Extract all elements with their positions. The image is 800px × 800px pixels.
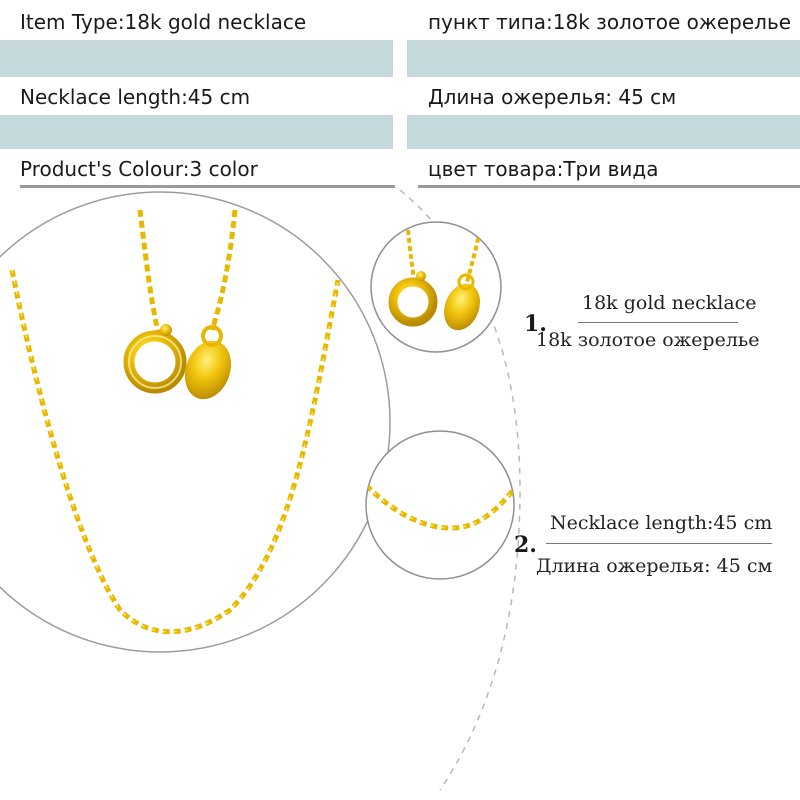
spec-row-colour: Product's Colour:3 color цвет товара:Три… [0, 149, 800, 187]
detail-divider-1 [578, 322, 738, 323]
spec-length-ru: Длина ожерелья: 45 см [428, 85, 677, 109]
spec-row-item-type: Item Type:18k gold necklace пункт типа:1… [0, 0, 800, 40]
detail-title-ru-2: Длина ожерелья: 45 см [536, 555, 773, 577]
chain-to-clasp [209, 209, 238, 331]
spec-length-en: Necklace length:45 cm [20, 85, 251, 109]
spec-bottom-rule [20, 185, 395, 188]
spec-colour-ru: цвет товара:Три вида [428, 157, 659, 181]
detail-divider-2 [546, 543, 772, 544]
detail-view-clasp [370, 221, 502, 353]
spec-band [0, 115, 393, 149]
detail-number-1: 1. [524, 311, 547, 337]
necklace-chain [11, 269, 339, 633]
guide-arc [399, 190, 521, 791]
detail-title-en-2: Necklace length:45 cm [550, 512, 773, 534]
spec-table: Item Type:18k gold necklace пункт типа:1… [0, 0, 800, 190]
spec-band [0, 40, 393, 77]
spec-band [407, 40, 800, 77]
spec-item-type-en: Item Type:18k gold necklace [20, 10, 307, 34]
spec-bottom-rule [418, 185, 800, 188]
clasp-tag [184, 340, 232, 400]
spec-colour-en: Product's Colour:3 color [20, 157, 258, 181]
detail-number-2: 2. [514, 532, 537, 558]
main-necklace-view [0, 191, 391, 653]
spec-row-length: Necklace length:45 cm Длина ожерелья: 45… [0, 77, 800, 115]
detail-title-ru-1: 18k золотое ожерелье [536, 329, 760, 351]
detail-view-chain [365, 430, 515, 580]
spec-band [407, 115, 800, 149]
detail-title-en-1: 18k gold necklace [582, 292, 757, 314]
product-illustration [0, 190, 521, 791]
chain-to-clasp [137, 209, 163, 341]
spec-item-type-ru: пункт типа:18k золотое ожерелье [428, 10, 792, 34]
